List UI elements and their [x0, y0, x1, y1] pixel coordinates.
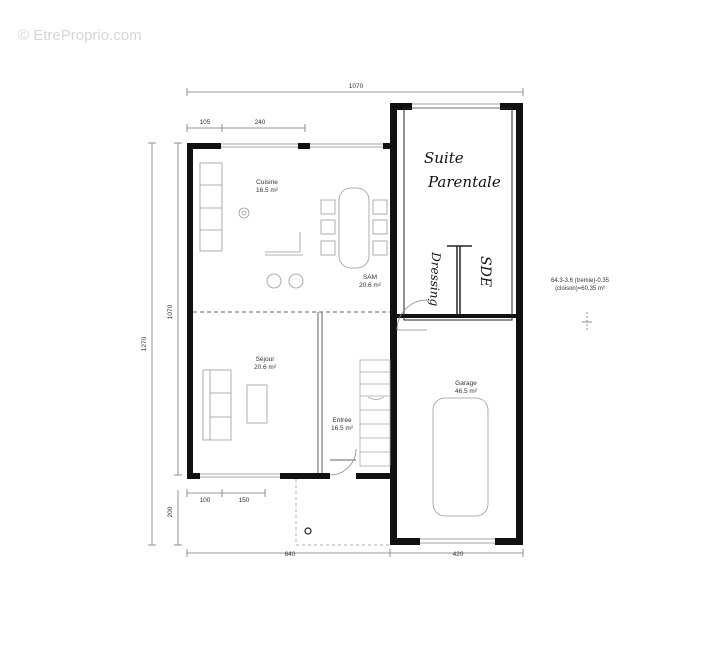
room-labels: Cuisine 16.5 m² SAM 20.6 m² Séjour 20.6 … [254, 179, 478, 432]
room-cuisine-area: 16.5 m² [256, 187, 279, 194]
watermark: © EtreProprio.com [18, 27, 142, 44]
dim-bottom-right: 420 [453, 551, 464, 558]
dim-top-total: 1070 [349, 83, 364, 90]
doors [329, 299, 428, 476]
room-sejour-name: Séjour [256, 356, 276, 363]
room-garage-area: 46.5 m² [455, 388, 478, 395]
dressing-divider [447, 245, 472, 314]
handwritten-labels: Suite Parentale Dressing SDE [424, 149, 501, 307]
room-garage-name: Garage [455, 380, 477, 387]
dim-top-b: 240 [255, 119, 266, 126]
dimension-lines [148, 88, 592, 557]
lamp-marker [304, 527, 312, 535]
living-furniture [202, 369, 268, 441]
exterior-path [295, 479, 390, 546]
suite-parentale-line2: Parentale [427, 173, 501, 191]
room-cuisine-name: Cuisine [256, 179, 278, 186]
dimension-labels: 1070 105 240 1270 1070 200 100 150 640 4… [141, 83, 464, 558]
room-entree-area: 16.5 m² [331, 425, 354, 432]
area-note: 64.3-3.6 (tremie)-0.35 (cloison)=60.35 m… [551, 278, 610, 292]
dim-left-outer: 1270 [141, 336, 148, 351]
area-note-line1: 64.3-3.6 (tremie)-0.35 [551, 278, 610, 284]
room-sam-area: 20.6 m² [359, 282, 382, 289]
windows [200, 103, 500, 544]
sde-label: SDE [477, 256, 493, 287]
dim-bottom-left: 640 [285, 551, 296, 558]
dim-top-a: 105 [200, 119, 211, 126]
exterior-walls [187, 103, 523, 545]
dining-table [320, 187, 388, 269]
room-sejour-area: 20.6 m² [254, 364, 277, 371]
room-sam-name: SAM [363, 274, 377, 281]
dim-bottom-a: 100 [200, 497, 211, 504]
dim-left-bottom: 200 [167, 506, 174, 517]
area-note-line2: (cloison)=60.35 m² [555, 286, 605, 292]
dressing-label: Dressing [427, 251, 443, 307]
garage-car [432, 397, 489, 517]
dim-bottom-b: 150 [239, 497, 250, 504]
kitchen-fixtures [199, 162, 304, 289]
staircase [359, 359, 391, 467]
interior-partitions [193, 311, 390, 473]
room-entree-name: Entrée [332, 417, 352, 424]
suite-parentale-line1: Suite [424, 149, 464, 167]
dim-left-inner: 1070 [167, 304, 174, 319]
